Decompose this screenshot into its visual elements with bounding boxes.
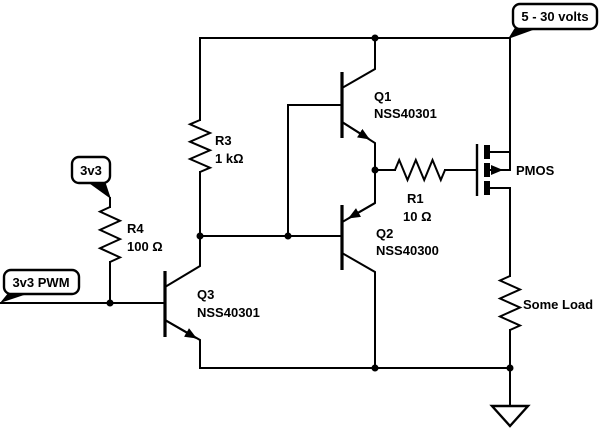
- q3-emitter-arrow: [164, 319, 197, 339]
- resistor-load-symbol: [497, 275, 523, 331]
- q2-part-label: NSS40300: [376, 243, 439, 258]
- r4-value-label: 100 Ω: [127, 239, 163, 254]
- wire-q2-emitter: [342, 169, 376, 223]
- wire-q1-emitter: [340, 120, 376, 171]
- wire-q3-emitter: [163, 318, 201, 369]
- component-labels: Q1 NSS40301 Q2 NSS40300 Q3 NSS40301 R3 1…: [127, 89, 593, 320]
- callout-pwm: 3v3 PWM: [0, 268, 81, 303]
- junction-top-rail: [371, 34, 379, 42]
- q1-emitter-arrow: [341, 121, 370, 140]
- load-label: Some Load: [523, 297, 593, 312]
- wire-q1-collector: [340, 37, 376, 90]
- callout-3v3-label: 3v3: [80, 163, 102, 178]
- wire-q2-collector: [340, 251, 376, 369]
- callout-3v3-pointer: [86, 181, 111, 199]
- junction-r3-bottom: [196, 232, 204, 240]
- q3-ref-label: Q3: [197, 287, 214, 302]
- ground-symbol: [489, 404, 531, 428]
- resistor-symbols: [97, 119, 523, 331]
- junction-load-ground: [506, 364, 514, 372]
- callout-3v3-box: [70, 155, 112, 185]
- arrows: [164, 121, 503, 339]
- q3-part-label: NSS40301: [197, 305, 260, 320]
- junction-emitters-r1: [371, 166, 379, 174]
- callout-supply-box: [511, 2, 599, 31]
- resistor-r1-symbol: [394, 157, 446, 183]
- callout-pwm-box: [2, 268, 81, 296]
- r3-value-label: 1 kΩ: [215, 151, 244, 166]
- pmos-label: PMOS: [516, 163, 555, 178]
- junction-r4-pwm: [106, 299, 114, 307]
- junction-q2-bottom: [371, 364, 379, 372]
- resistor-r3-symbol: [187, 119, 213, 173]
- callout-pwm-label: 3v3 PWM: [12, 275, 69, 290]
- transistor-symbols: [163, 72, 490, 337]
- callout-3v3: 3v3: [70, 155, 112, 199]
- r3-ref-label: R3: [215, 133, 232, 148]
- r4-ref-label: R4: [127, 221, 144, 236]
- r1-value-label: 10 Ω: [403, 209, 432, 224]
- q2-emitter-arrow: [348, 202, 376, 219]
- q2-ref-label: Q2: [376, 226, 393, 241]
- junction-dots: [106, 34, 514, 372]
- q1-part-label: NSS40301: [374, 106, 437, 121]
- r1-ref-label: R1: [407, 191, 424, 206]
- wire-q3-collector: [163, 235, 201, 289]
- junction-base-rail: [284, 232, 292, 240]
- q1-ref-label: Q1: [374, 89, 391, 104]
- callout-supply-label: 5 - 30 volts: [521, 9, 588, 24]
- callout-supply: 5 - 30 volts: [508, 2, 599, 39]
- resistor-r4-symbol: [97, 206, 123, 263]
- wires: [0, 37, 511, 407]
